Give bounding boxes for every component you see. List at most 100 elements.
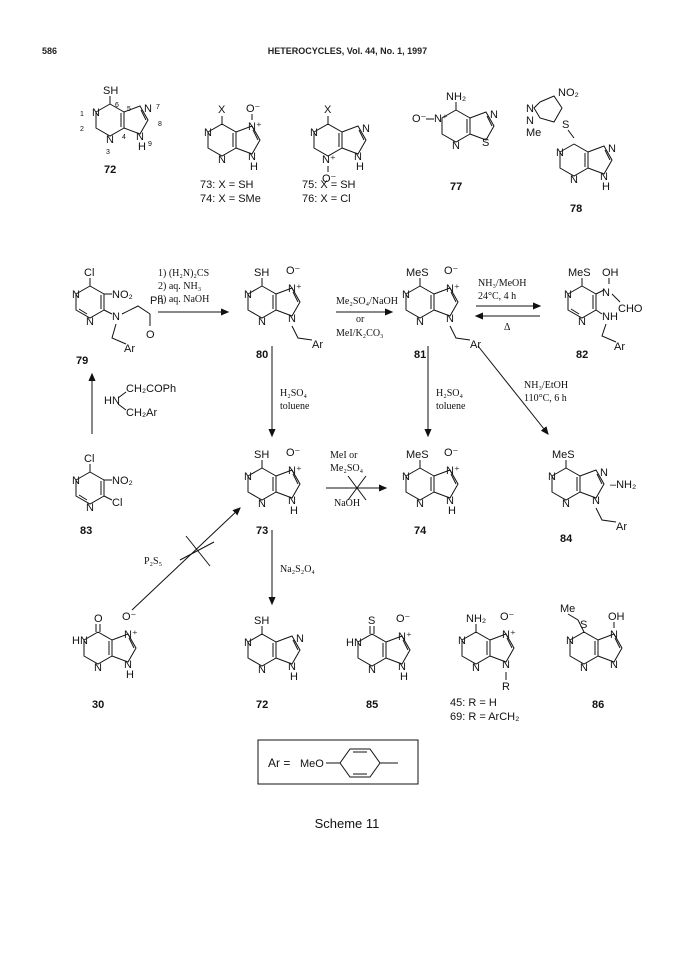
atom-label: N (472, 662, 480, 674)
reagent-line: H₂SO₄ (280, 388, 307, 399)
atom-label: S (482, 137, 489, 149)
atom-label: NH₂ (466, 613, 486, 625)
reagent-line: NaOH (334, 498, 360, 509)
atom-label: MeS (552, 449, 575, 461)
atom-label: N (402, 471, 410, 483)
atom-label: N (556, 147, 564, 159)
atom-label: N (610, 629, 618, 641)
atom-label: O⁻ (122, 611, 137, 623)
atom-label: N (218, 154, 226, 166)
atom-label: O⁻ (246, 103, 261, 115)
reagent-line: 1) (H₂N)₂CS (158, 268, 209, 279)
atom-label: N (602, 287, 610, 299)
atom-label: OH (602, 267, 619, 279)
reagent-line: toluene (436, 401, 466, 412)
atom-label: OH (608, 611, 625, 623)
atom-label: S (368, 615, 375, 627)
atom-label: N (502, 659, 510, 671)
reagent-line: Me₂SO₄/NaOH (336, 296, 398, 307)
legend-76: 76: X = Cl (302, 193, 351, 205)
arrow-81-84 (477, 345, 548, 434)
compound-number: 79 (76, 355, 88, 367)
atom-label: N⁺ (248, 121, 262, 133)
compound-number: 74 (414, 525, 427, 537)
atom-label: O⁻ (500, 611, 515, 623)
figure-caption: Scheme 11 (315, 816, 380, 831)
atom-label: N⁺ (502, 629, 516, 641)
atom-label: N (244, 289, 252, 301)
structure-77: NH₂ N⁺ O⁻ N N S 77 (412, 91, 498, 193)
structure-72-bottom: SH N N N N H 72 (244, 615, 304, 711)
structure-79: Cl N N NO₂ N Ph O Ar 79 (72, 267, 163, 367)
atom-label: SH (254, 449, 269, 461)
atom-label: N (416, 498, 424, 510)
cross-mark (347, 475, 367, 501)
atom-label: N (398, 661, 406, 673)
reagent-line: H₂SO₄ (436, 388, 463, 399)
atom-label: N (562, 498, 570, 510)
atom-label: H (356, 161, 364, 173)
atom-label: SH (254, 615, 269, 627)
structure-72: SH N N N N H 1 2 3 4 5 6 7 8 9 72 (80, 85, 162, 176)
atom-label: X (324, 104, 332, 116)
atom-label: Cl (84, 453, 94, 465)
ring-number: 7 (156, 104, 160, 111)
structure-84: MeS N N N N –NH₂ Ar 84 (548, 449, 636, 545)
atom-label: Ar (614, 341, 625, 353)
atom-label: H (250, 161, 258, 173)
compound-number: 72 (256, 699, 268, 711)
compound-number: 86 (592, 699, 604, 711)
atom-label: N (112, 311, 120, 323)
structure-85: S HN N N⁺ O⁻ N H 85 (346, 613, 412, 711)
reagent-line: Δ (504, 322, 511, 333)
compound-number: 85 (366, 699, 378, 711)
atom-label: S (562, 119, 569, 131)
atom-label: NO₂ (112, 475, 133, 487)
atom-label: NH₂ (446, 91, 466, 103)
compound-number: 81 (414, 349, 426, 361)
atom-label: H (290, 671, 298, 683)
atom-label: N (94, 662, 102, 674)
reagent-line: 2) aq. NH₃ (158, 281, 201, 292)
reagent-line: MeI/K₂CO₃ (336, 328, 384, 339)
ring-number: 5 (127, 106, 131, 113)
atom-label: MeS (406, 267, 429, 279)
structure-81: MeS N N N⁺ O⁻ N Ar 81 (402, 265, 481, 361)
atom-label: O⁻ (286, 265, 301, 277)
atom-label: H (290, 505, 298, 517)
atom-label: O⁻ (444, 265, 459, 277)
reagent-line: MeI or (330, 450, 358, 461)
atom-label: N (244, 637, 252, 649)
atom-label: N (354, 151, 362, 163)
atom-label: Ar (470, 339, 481, 351)
reagent-line: 110°C, 6 h (524, 393, 567, 404)
atom-label: N⁺ (288, 283, 302, 295)
cross-mark (179, 541, 215, 561)
atom-label: N⁺ (322, 154, 336, 166)
atom-label: Cl (112, 497, 122, 509)
atom-label: X (218, 104, 226, 116)
atom-label: N (490, 109, 498, 121)
compound-number: 77 (450, 181, 462, 193)
atom-label: H (138, 141, 146, 153)
atom-label: N (446, 495, 454, 507)
arrow-30-73-blocked (131, 508, 240, 611)
structure-83: Cl N N NO₂ Cl 83 (72, 453, 133, 537)
atom-label: N (248, 151, 256, 163)
atom-label: H (448, 505, 456, 517)
atom-label: N (610, 659, 618, 671)
compound-number: 80 (256, 349, 268, 361)
atom-label: H (602, 181, 610, 193)
atom-label: N⁺ (446, 465, 460, 477)
page-number: 586 (42, 46, 58, 56)
atom-label: N (310, 127, 318, 139)
atom-label: O⁻ (444, 447, 459, 459)
reagent-line: Me₂SO₄ (330, 463, 364, 474)
atom-label: R (502, 681, 510, 693)
structure-73-mid: SH N N N⁺ O⁻ N H 73 (244, 447, 302, 537)
atom-label: N (608, 143, 616, 155)
atom-label: N (106, 134, 114, 146)
atom-label: N (136, 131, 144, 143)
ring-number: 1 (80, 111, 84, 118)
